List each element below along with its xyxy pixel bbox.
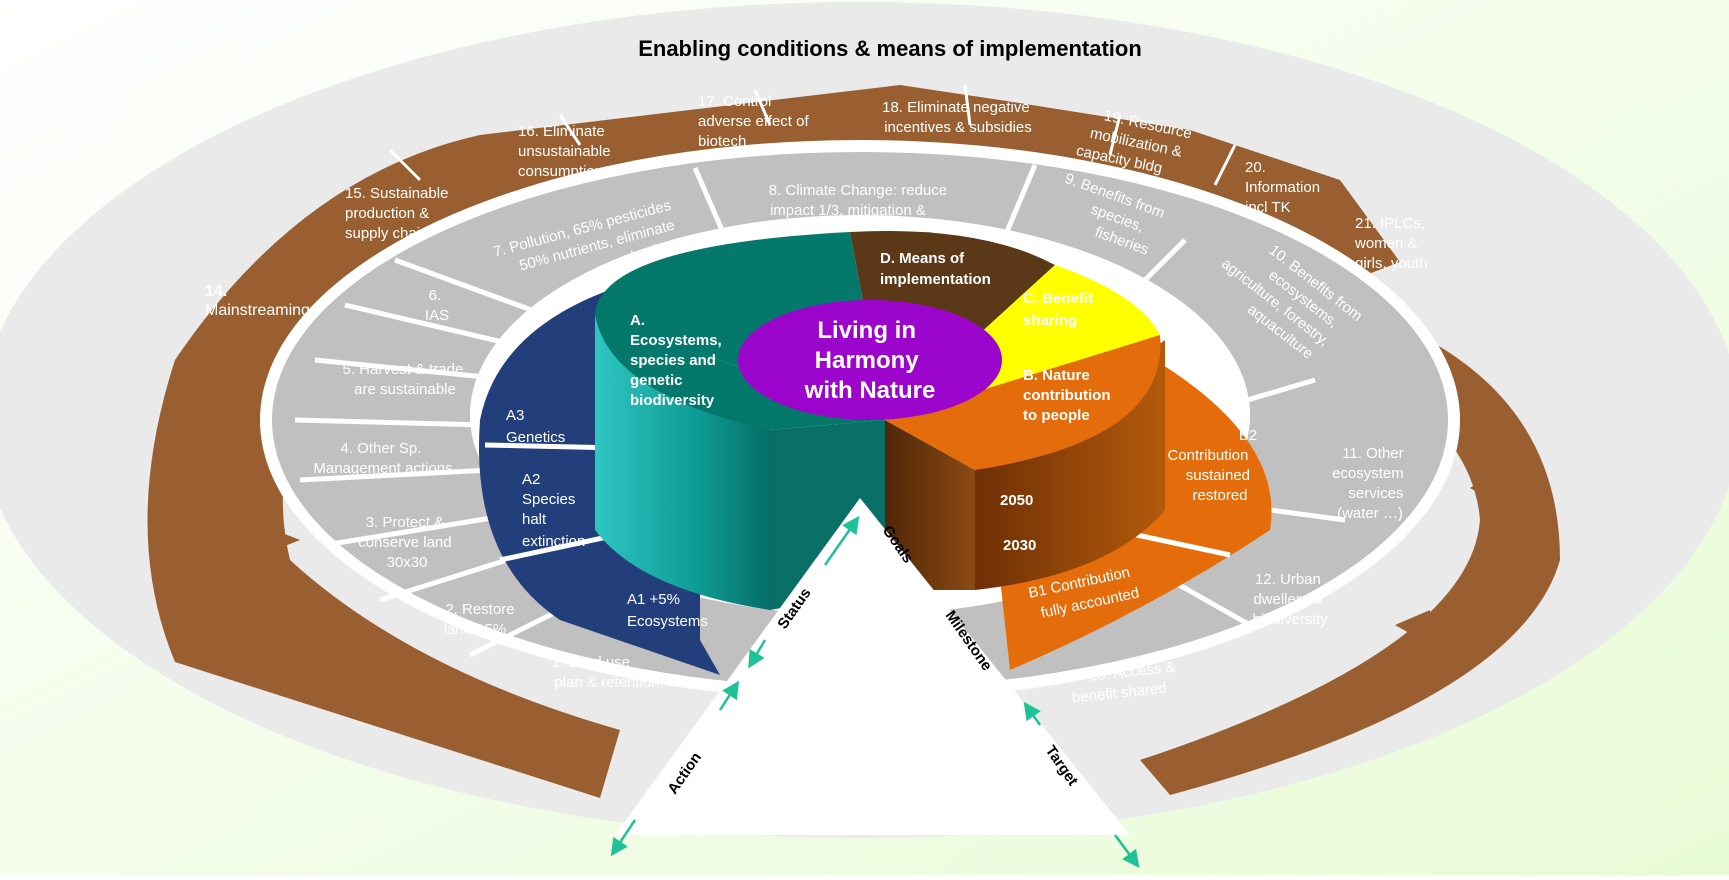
target-18: 18. Eliminate negative incentives & subs… [882,99,1034,136]
goal-b-label: B. Nature contribution to people [1023,367,1115,424]
center-label: Living in Harmony with Nature [804,317,936,404]
goal-d-label: D. Means of implementation [880,250,991,288]
arrow-action-down [610,819,637,857]
year-2030: 2030 [1003,537,1036,554]
framework-triangle [615,498,1130,835]
arrow-action-up [718,680,740,711]
goal-labels: A. Ecosystems, species and genetic biodi… [630,250,1115,554]
milestone-a3: A3 Genetics [506,407,565,446]
goal-a-label: A. Ecosystems, species and genetic biodi… [630,312,726,409]
arrow-goals [823,515,860,566]
year-2050: 2050 [1000,492,1033,509]
outer-target-labels: 14. Mainstreaming 15. Sustainable produc… [205,93,1429,319]
pie-top-b [885,335,1161,470]
target-5: 5. Harvest & trade are sustainable [342,361,467,398]
target-1: 1. Land use plan & retention [552,654,660,691]
pie-side-b-inner [885,420,975,590]
milestone-b2: B2 Contribution sustained restored [1167,427,1261,504]
milestone-a2: A2 Species halt extinction [522,471,585,550]
target-2: 2. Restore land 15% [444,601,519,638]
target-14: 14. Mainstreaming [205,283,310,319]
arrow-target-down [1113,834,1140,869]
triangle-arrows [610,515,1140,869]
goal-c-label: C. Benefit sharing [1023,290,1097,329]
pie-side-a [595,315,770,610]
target-12: 12. Urban dwellers & biodiversity [1252,571,1328,628]
target-17: 17. Control adverse effect of biotech [698,93,813,150]
target-4: 4. Other Sp. Management actions [313,440,452,477]
target-3: 3. Protect & conserve land 30x30 [358,514,456,571]
target-21: 21. IPLCs, women & girls, youth [1354,215,1429,272]
milestone-a1: A1 +5% Ecosystems [627,591,708,630]
diagram-title: Enabling conditions & means of implement… [638,36,1142,61]
target-11: 11. Other ecosystem services (water …) [1332,445,1408,522]
arrow-status [748,639,767,669]
arrow-target [1023,701,1042,726]
target-6: 6. IAS [425,287,449,324]
center-ellipse [738,300,1002,420]
target-19: 19. Resource mobilization & capacity bld… [1075,103,1198,182]
